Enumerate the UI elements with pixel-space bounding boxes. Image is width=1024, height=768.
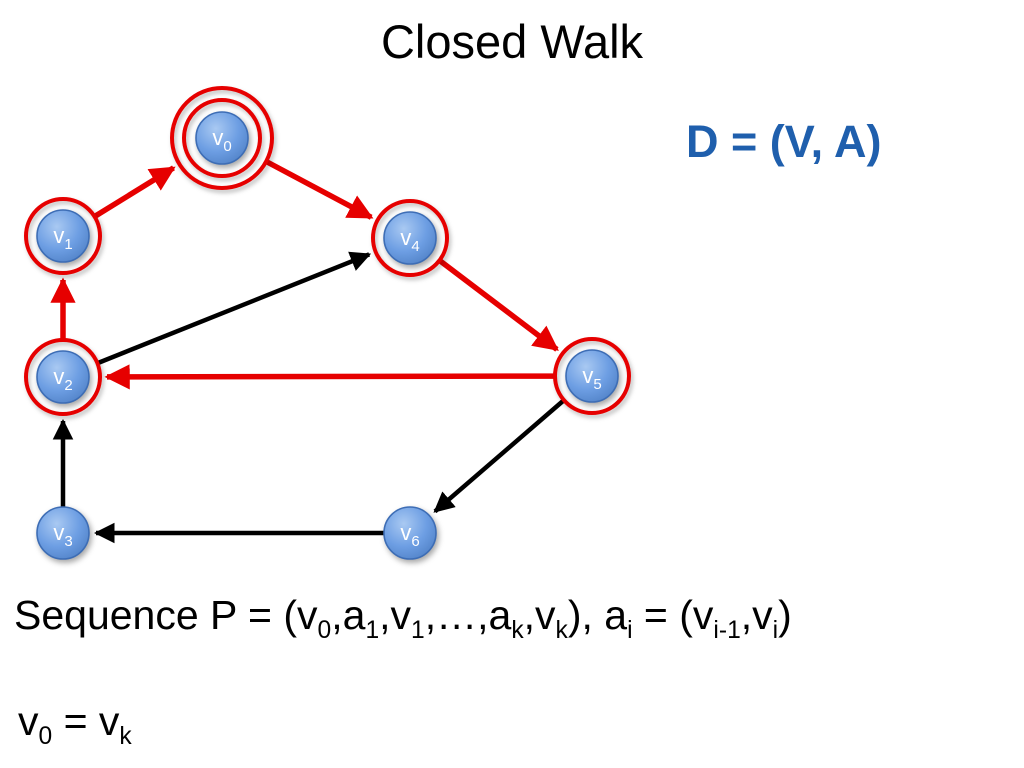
node-v3: v3	[36, 506, 90, 560]
node-layer: v0 v1 v2 v3 v4 v5 v6	[24, 86, 631, 560]
vertex-circle-v3	[36, 506, 90, 560]
walk-highlight-ring	[24, 197, 102, 275]
walk-highlight-ring	[24, 338, 102, 416]
node-v2: v2	[24, 338, 102, 416]
vertex-circle-v2	[36, 350, 90, 404]
vertex-label-v4: v4	[400, 225, 419, 255]
vertex-circle-v1	[36, 209, 90, 263]
edge-v5-v2	[104, 364, 557, 390]
walk-highlight-ring	[170, 86, 274, 190]
edge-v4-v5	[437, 257, 559, 352]
node-v4: v4	[371, 199, 449, 277]
definition-formula: D = (V, A)	[686, 116, 882, 167]
edge-layer	[50, 158, 567, 544]
edge-v2-v4	[95, 251, 372, 366]
walk-highlight-ring	[371, 199, 449, 277]
vertex-label-v1: v1	[53, 223, 72, 253]
vertex-label-v0: v0	[212, 125, 231, 155]
slide-title: Closed Walk	[380, 15, 644, 68]
node-v5: v5	[553, 337, 631, 415]
edge-v5-v6	[433, 397, 567, 514]
vertex-circle-v4	[383, 211, 437, 265]
node-v0: v0	[170, 86, 274, 190]
closure-formula: v0 = vk	[18, 698, 132, 751]
vertex-label-v2: v2	[53, 364, 72, 394]
vertex-circle-v0	[195, 111, 249, 165]
walk-highlight-ring	[553, 337, 631, 415]
node-v6: v6	[383, 506, 437, 560]
vertex-label-v3: v3	[53, 520, 72, 550]
vertex-label-v6: v6	[400, 520, 419, 550]
sequence-formula: Sequence P = (v0,a1,v1,…,ak,vk), ai = (v…	[14, 592, 792, 645]
vertex-label-v5: v5	[582, 363, 601, 393]
vertex-circle-v5	[565, 349, 619, 403]
edge-v1-v0	[92, 165, 176, 220]
walk-highlight-ring	[182, 98, 262, 178]
edge-v0-v4	[264, 158, 374, 220]
vertex-circle-v6	[383, 506, 437, 560]
node-v1: v1	[24, 197, 102, 275]
